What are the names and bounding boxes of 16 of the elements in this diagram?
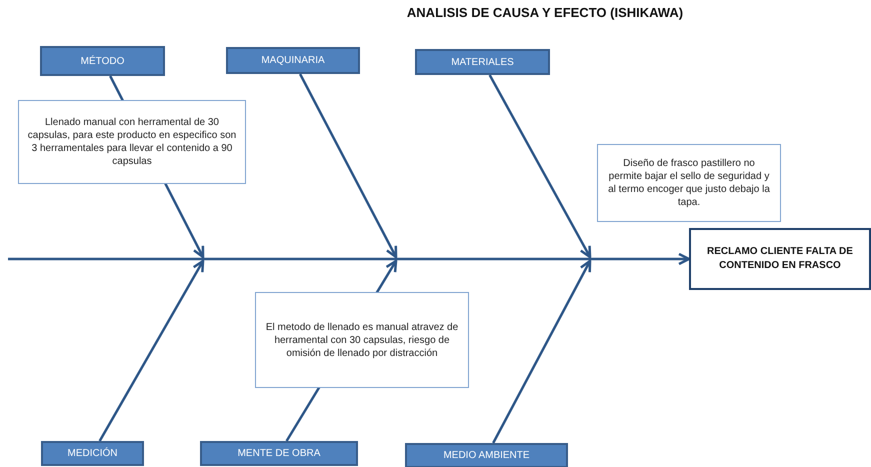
arrow: [8, 252, 690, 266]
category-box: MATERIALES: [415, 49, 550, 75]
category-box: MENTE DE OBRA: [200, 441, 358, 466]
effect-box: RECLAMO CLIENTE FALTA DE CONTENIDO EN FRASCO: [689, 228, 871, 290]
arrow: [492, 260, 592, 444]
category-box: MEDIO AMBIENTE: [405, 443, 568, 467]
note-box: Llenado manual con herramental de 30 capsulas, para este producto en especifico son 3 herramentales para llevar el contenido a 90 capsulas: [18, 100, 246, 184]
category-box: MEDICIÓN: [41, 441, 144, 466]
diagram-title: ANALISIS DE CAUSA Y EFECTO (ISHIKAWA): [406, 5, 684, 20]
note-box: Diseño de frasco pastillero no permite bajar el sello de seguridad y al termo encoger que justo debajo la tapa.: [597, 144, 781, 222]
arrow: [299, 73, 398, 258]
category-box: MAQUINARIA: [226, 47, 360, 74]
note-box: El metodo de llenado es manual atravez de herramental con 30 capsulas, riesgo de omisión de llenado por distracción: [255, 292, 469, 388]
category-box: MÉTODO: [40, 46, 165, 76]
arrow: [98, 260, 204, 442]
arrow: [488, 74, 592, 258]
